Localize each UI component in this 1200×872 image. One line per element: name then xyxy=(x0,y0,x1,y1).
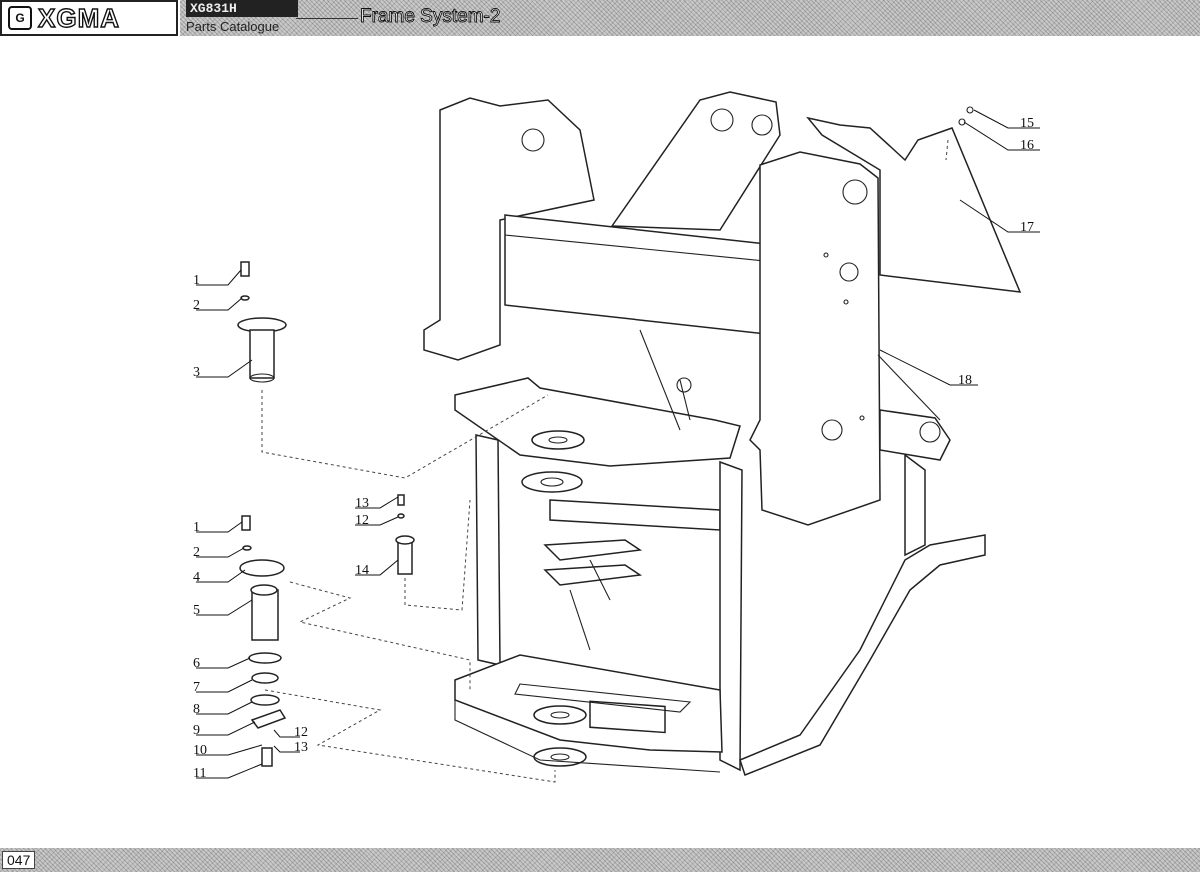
header-band xyxy=(180,0,1200,36)
callout-13: 13 xyxy=(294,740,308,755)
callout-15: 15 xyxy=(1020,116,1034,131)
small-pin-assembly xyxy=(395,494,415,575)
brand-name: XGMA xyxy=(37,2,120,33)
callout-1: 1 xyxy=(193,273,200,288)
front-frame-assembly xyxy=(423,91,986,776)
callout-6: 6 xyxy=(193,656,200,671)
upper-pin-assembly xyxy=(237,261,287,383)
centerline xyxy=(264,689,556,783)
callout-3: 3 xyxy=(193,365,200,380)
title-divider xyxy=(296,18,358,19)
callout-18: 18 xyxy=(958,373,972,388)
page-title: Frame System-2 xyxy=(360,6,501,28)
callout-labels: 1 2 3 1 2 4 5 6 7 8 9 10 11 13 12 14 12 … xyxy=(193,116,1034,781)
exploded-view-drawing: 1 2 3 1 2 4 5 6 7 8 9 10 11 13 12 14 12 … xyxy=(193,91,1040,783)
cover-plate xyxy=(806,116,1022,293)
callout-1: 1 xyxy=(193,520,200,535)
centerline xyxy=(404,499,471,611)
page-header: G XGMA XG831H Parts Catalogue Frame Syst… xyxy=(0,0,1200,38)
lower-pin-assembly xyxy=(239,515,287,767)
page-number: 047 xyxy=(2,851,36,869)
centerline xyxy=(289,581,471,690)
page-footer xyxy=(0,848,1200,872)
callout-9: 9 xyxy=(193,723,200,738)
callout-16: 16 xyxy=(1020,138,1034,153)
callout-10: 10 xyxy=(193,743,207,758)
callout-4: 4 xyxy=(193,570,200,585)
model-number: XG831H xyxy=(186,0,298,17)
callout-2: 2 xyxy=(193,298,200,313)
callout-13: 13 xyxy=(355,496,369,511)
callout-17: 17 xyxy=(1020,220,1034,235)
logo-mark-icon: G xyxy=(8,6,32,30)
centerline xyxy=(261,390,549,479)
callout-7: 7 xyxy=(193,680,200,695)
callout-2: 2 xyxy=(193,545,200,560)
xgma-logo: G XGMA xyxy=(0,0,178,36)
callout-leaders xyxy=(196,109,1040,779)
callout-12: 12 xyxy=(294,725,308,740)
callout-12: 12 xyxy=(355,513,369,528)
callout-14: 14 xyxy=(355,563,369,578)
callout-11: 11 xyxy=(193,766,206,781)
callout-5: 5 xyxy=(193,603,200,618)
catalogue-subtitle: Parts Catalogue xyxy=(186,19,280,34)
callout-8: 8 xyxy=(193,702,200,717)
